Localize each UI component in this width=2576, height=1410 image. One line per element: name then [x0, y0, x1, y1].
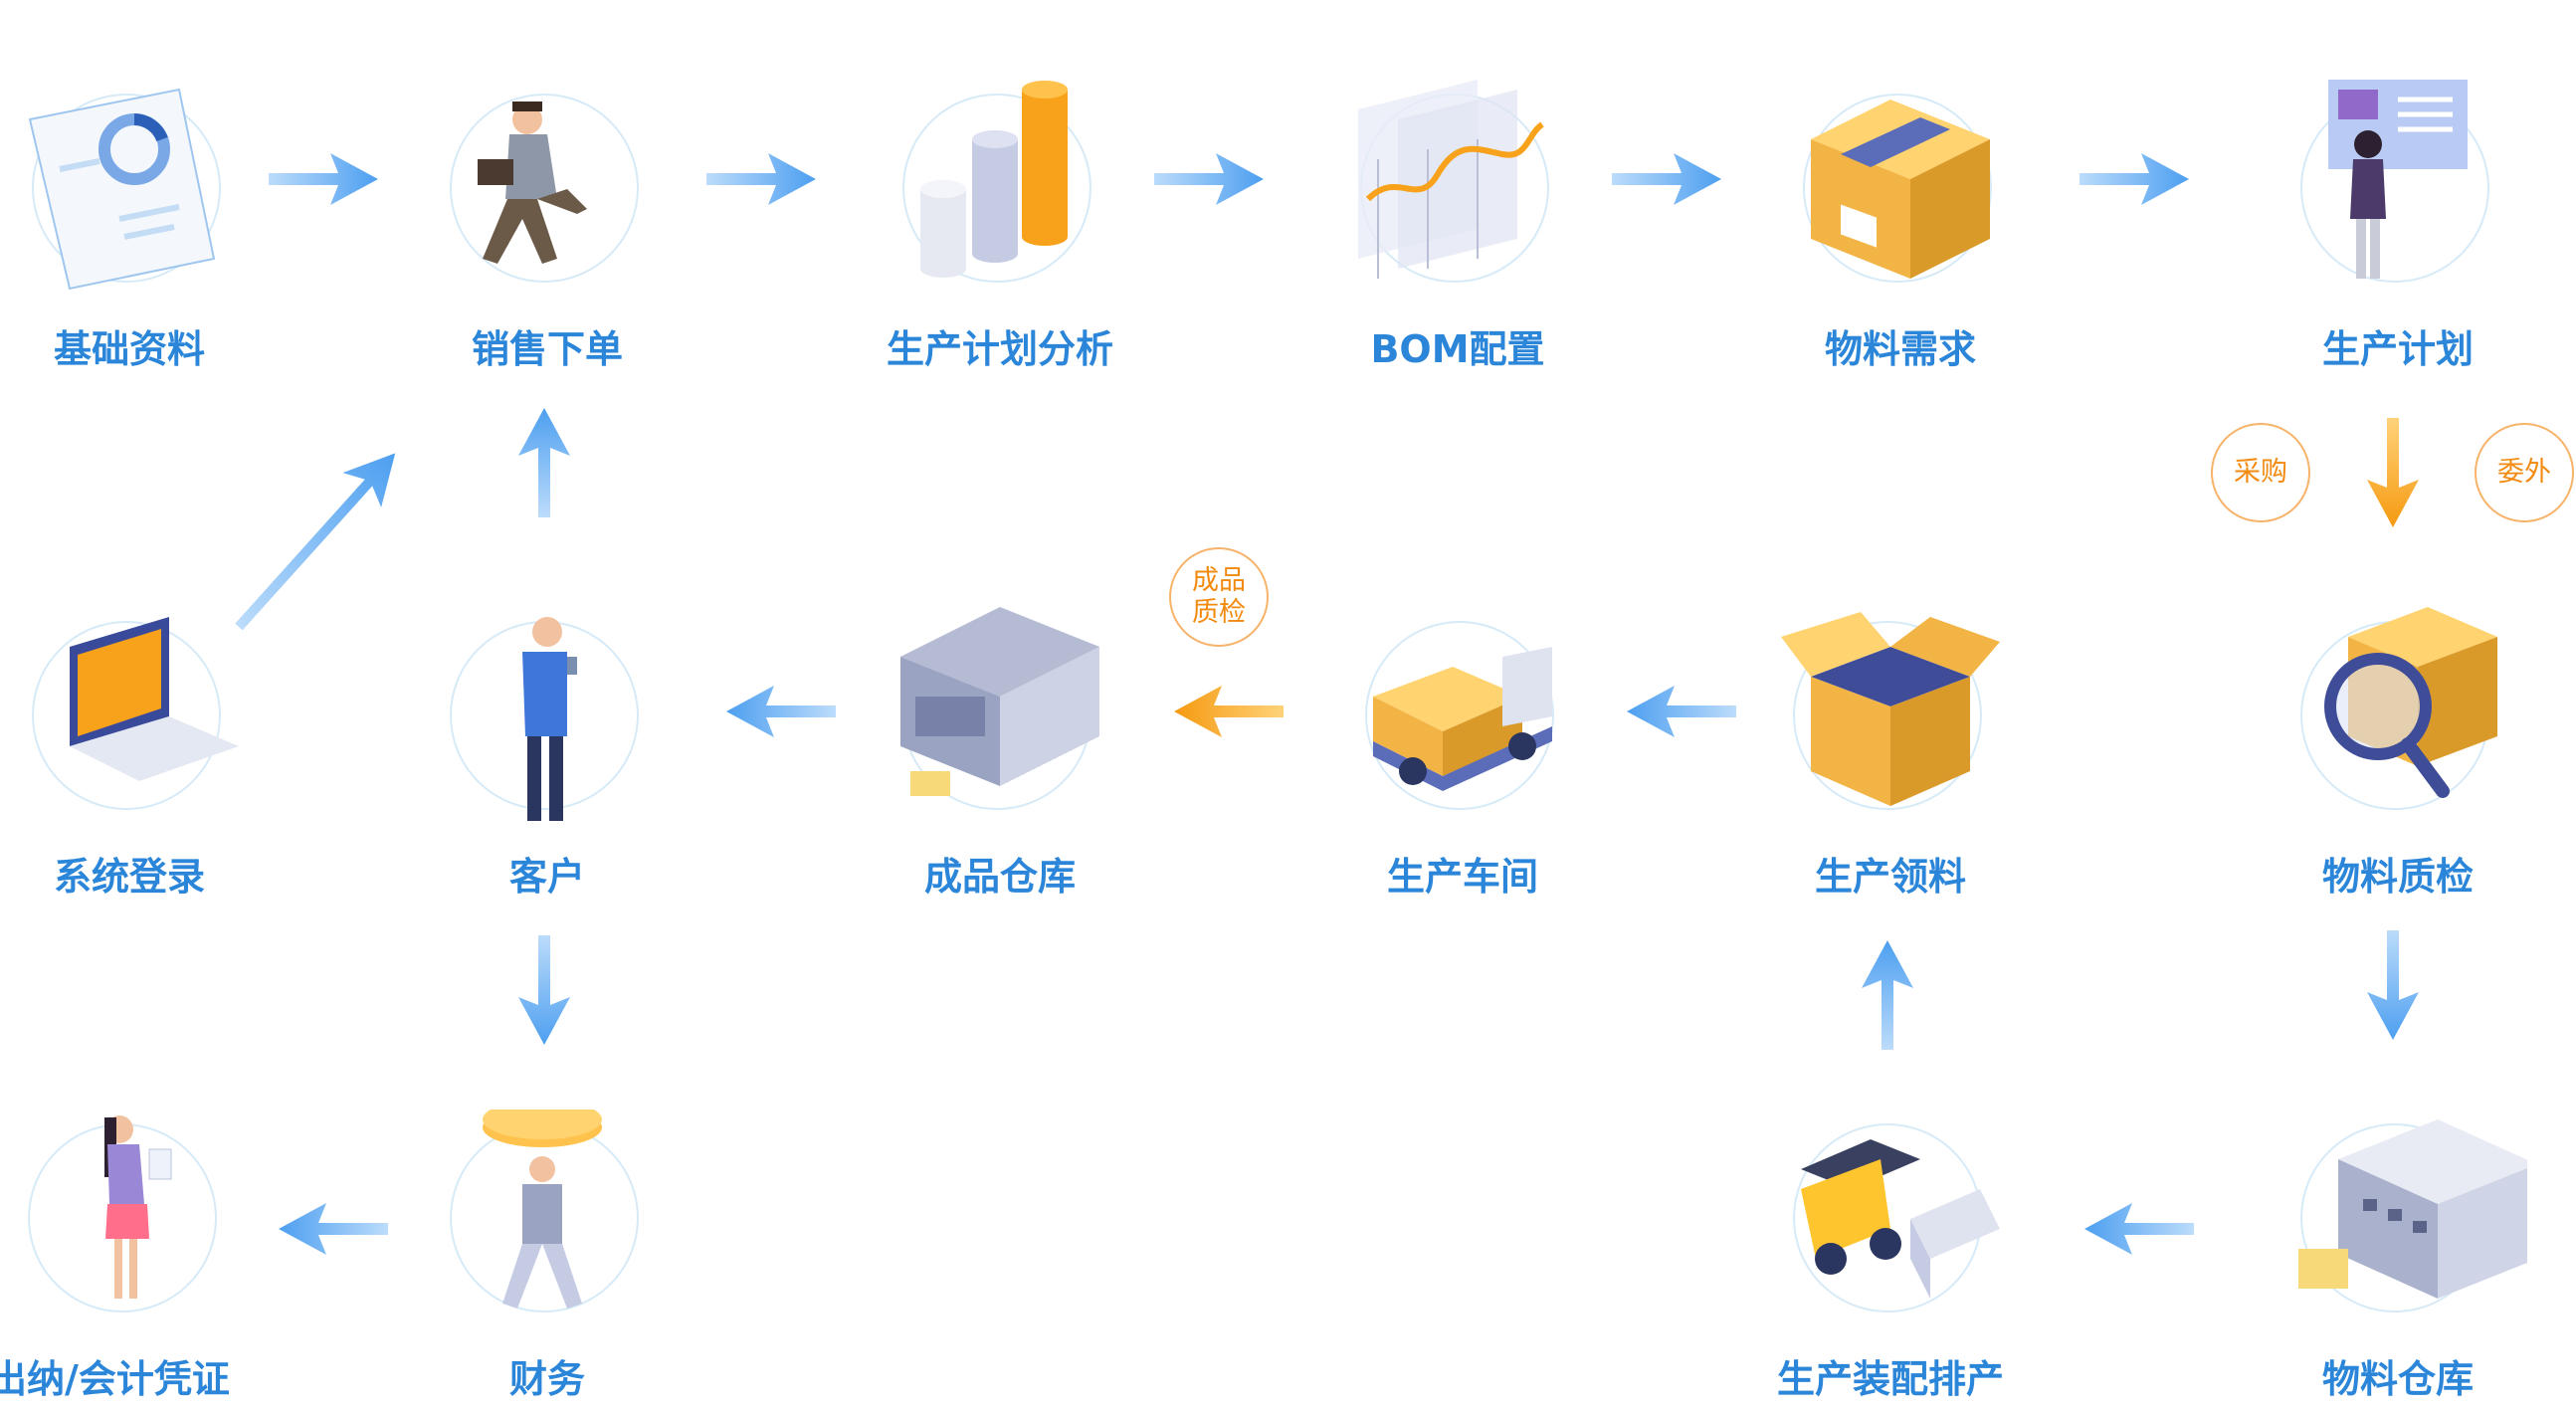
arrow-fg-to-customer: [726, 686, 836, 737]
arrow-plan-to-inspection: [2367, 418, 2419, 527]
arrow-analysis-to-bom: [1154, 153, 1264, 205]
node-cashier-voucher[interactable]: 出纳/会计凭证: [0, 1109, 259, 1408]
node-ring: [450, 94, 639, 283]
open-box-icon: [1781, 612, 2000, 806]
node-label: 生产装配排产: [1776, 1357, 2004, 1401]
woman-with-clipboard-icon: [104, 1115, 172, 1299]
node-label: 物料仓库: [2321, 1357, 2474, 1401]
node-ring: [1793, 621, 1982, 810]
node-production-plan[interactable]: 生产计划: [2269, 80, 2527, 378]
arrow-workshop-to-fg: [1174, 686, 1284, 737]
node-basic-data: 基础资料: [0, 80, 259, 378]
node-label: BOM配置: [1370, 327, 1545, 371]
warehouse-building-icon: [900, 607, 1099, 796]
badge-text: 成品: [1192, 565, 1246, 596]
node-customer[interactable]: 客户: [418, 607, 677, 906]
node-label: 生产车间: [1386, 855, 1538, 899]
node-label: 基础资料: [53, 327, 205, 371]
node-ring: [32, 94, 221, 283]
arrow-login-to-sales: [235, 453, 396, 631]
node-plan-analysis[interactable]: 生产计划分析: [871, 80, 1129, 378]
badge-finished-goods-qc: 成品 质检: [1169, 547, 1269, 647]
arrow-inspection-to-warehouse: [2367, 930, 2419, 1040]
badge-text: 质检: [1192, 597, 1246, 628]
woman-at-board-icon: [2328, 80, 2468, 279]
arrow-picking-to-workshop: [1627, 686, 1736, 737]
businessman-running-icon: [478, 101, 587, 264]
node-bom-config[interactable]: BOM配置: [1328, 80, 1587, 378]
node-label: 生产计划分析: [886, 327, 1113, 371]
arrow-warehouse-to-assembly: [2084, 1203, 2194, 1255]
node-label: 系统登录: [53, 855, 205, 899]
node-ring: [1365, 621, 1554, 810]
node-label: 物料质检: [2321, 855, 2474, 899]
node-label: 财务: [508, 1357, 585, 1401]
document-chart-icon: [28, 88, 216, 291]
node-sales-order[interactable]: 销售下单: [418, 80, 677, 378]
badge-purchase: 采购: [2211, 423, 2310, 522]
node-label: 生产计划: [2321, 327, 2474, 371]
node-label: 生产领料: [1814, 855, 1966, 899]
node-label: 客户: [508, 855, 585, 899]
line-chart-panel-icon: [1358, 80, 1544, 279]
arrow-basic-to-sales: [269, 153, 378, 205]
man-lifting-coin-icon: [483, 1109, 602, 1309]
arrow-customer-to-sales: [518, 408, 570, 517]
man-with-phone-icon: [522, 617, 577, 821]
node-assembly-schedule[interactable]: 生产装配排产: [1761, 1109, 2020, 1408]
node-finance[interactable]: 财务: [418, 1109, 677, 1408]
forklift-icon: [1801, 1139, 2000, 1299]
cardboard-box-icon: [1811, 100, 1990, 279]
bar-cylinders-icon: [920, 81, 1068, 278]
node-material-demand[interactable]: 物料需求: [1771, 80, 2030, 378]
node-label: 出纳/会计凭证: [0, 1357, 230, 1401]
node-workshop[interactable]: 生产车间: [1333, 607, 1592, 906]
arrow-bom-to-demand: [1612, 153, 1721, 205]
node-ring: [32, 621, 221, 810]
badge-text: 采购: [2234, 457, 2287, 488]
node-material-inspection[interactable]: 物料质检: [2269, 607, 2527, 906]
factory-building-icon: [2298, 1119, 2527, 1299]
magnifier-box-icon: [2324, 607, 2497, 798]
arrow-finance-to-voucher: [279, 1203, 388, 1255]
truck-icon: [1373, 647, 1552, 791]
arrow-assembly-to-picking: [1862, 940, 1913, 1050]
laptop-icon: [70, 617, 239, 781]
arrow-customer-to-finance: [518, 935, 570, 1045]
node-label: 成品仓库: [923, 855, 1076, 899]
node-material-picking[interactable]: 生产领料: [1761, 607, 2020, 906]
node-label: 物料需求: [1824, 327, 1976, 371]
node-ring: [1803, 94, 1992, 283]
node-system-login[interactable]: 系统登录: [0, 607, 259, 906]
badge-text: 委外: [2497, 457, 2551, 488]
node-material-warehouse[interactable]: 物料仓库: [2269, 1109, 2527, 1408]
node-ring: [902, 94, 1091, 283]
node-finished-warehouse[interactable]: 成品仓库: [871, 607, 1129, 906]
node-label: 销售下单: [471, 327, 623, 371]
arrow-sales-to-analysis: [706, 153, 816, 205]
badge-outsource: 委外: [2475, 423, 2574, 522]
arrow-demand-to-plan: [2080, 153, 2189, 205]
